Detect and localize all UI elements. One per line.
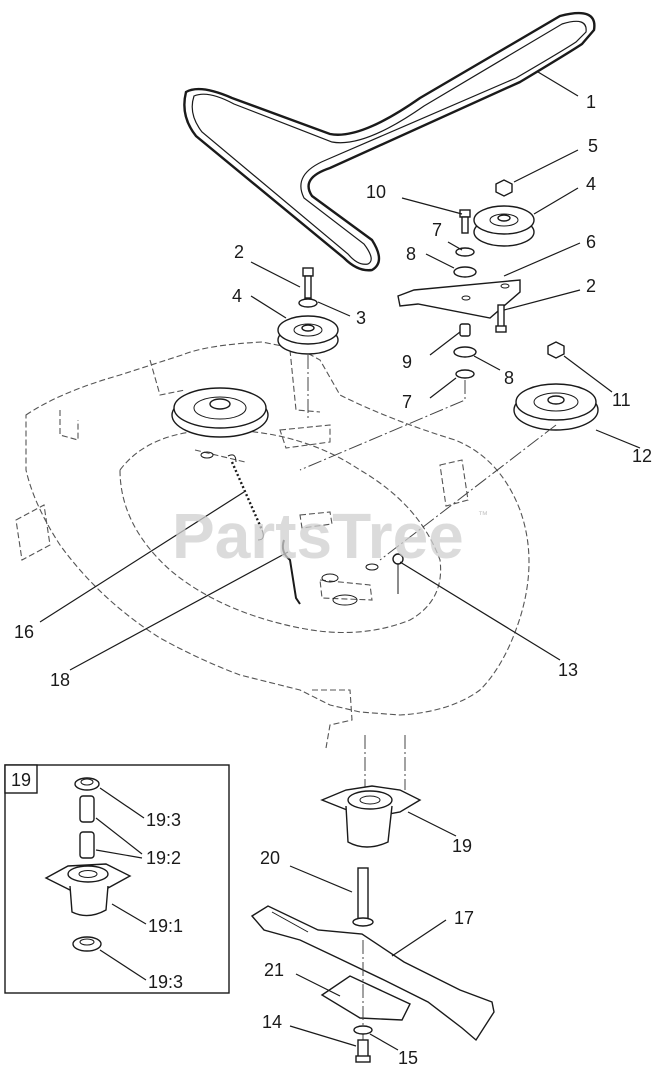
bearing-19-3-top <box>74 777 100 791</box>
callout-9: 9 <box>402 352 412 372</box>
callout-19-3-top: 19:3 <box>146 810 181 830</box>
washer-7-upper <box>455 247 475 257</box>
bushing-8-lower <box>453 346 477 358</box>
callout-8-lower: 8 <box>504 368 514 388</box>
callout-17: 17 <box>454 908 474 928</box>
bearing-19-3-bottom <box>72 936 102 952</box>
watermark-trademark: ™ <box>478 510 488 521</box>
blade-plate-21 <box>320 975 411 1021</box>
washer-15 <box>353 1025 373 1035</box>
spindle-pulley-12 <box>513 383 599 431</box>
callout-1: 1 <box>586 92 596 112</box>
inset-box-label: 19 <box>11 770 31 790</box>
stud-13 <box>392 553 404 594</box>
bolt-2-right <box>495 304 507 333</box>
callout-19-3-bottom: 19:3 <box>148 972 183 992</box>
spacer-9 <box>459 323 471 337</box>
spacer-19-2-lower <box>79 831 95 859</box>
deck-spindle-pulley <box>171 387 269 438</box>
callout-4-left: 4 <box>232 286 242 306</box>
watermark: PartsTree <box>172 500 464 572</box>
spindle-housing-19-1 <box>44 863 132 917</box>
washer-7-lower <box>455 369 475 379</box>
bolt-14 <box>355 1039 371 1063</box>
callout-16: 16 <box>14 622 34 642</box>
callout-21: 21 <box>264 960 284 980</box>
callout-2-left: 2 <box>234 242 244 262</box>
callout-15: 15 <box>398 1048 418 1068</box>
callout-4-right: 4 <box>586 174 596 194</box>
callout-13: 13 <box>558 660 578 680</box>
callout-10: 10 <box>366 182 386 202</box>
spring-16 <box>227 454 264 541</box>
callout-5: 5 <box>588 136 598 156</box>
blade-17 <box>250 905 495 1042</box>
idler-pulley-left <box>277 315 339 355</box>
idler-bolt-left <box>302 267 314 299</box>
callout-3: 3 <box>356 308 366 328</box>
callout-labels: 1 2 3 4 5 4 6 10 7 8 2 9 8 7 11 12 13 16… <box>14 92 652 1068</box>
callout-12: 12 <box>632 446 652 466</box>
callout-2-right: 2 <box>586 276 596 296</box>
callout-11: 11 <box>612 390 631 410</box>
callout-8-upper: 8 <box>406 244 416 264</box>
spindle-shaft-20 <box>352 867 374 927</box>
callout-6: 6 <box>586 232 596 252</box>
idler-pulley-right <box>473 205 535 247</box>
callout-7-upper: 7 <box>432 220 442 240</box>
callout-19-2: 19:2 <box>146 848 181 868</box>
callout-18: 18 <box>50 670 70 690</box>
callout-19-1: 19:1 <box>148 916 183 936</box>
leader-lines <box>39 71 641 1051</box>
nut-5 <box>495 179 513 197</box>
bushing-8-upper <box>453 266 477 278</box>
callout-19: 19 <box>452 836 472 856</box>
washer-3 <box>298 298 318 308</box>
nut-11 <box>547 341 565 359</box>
idler-arm-6 <box>397 279 521 319</box>
callout-20: 20 <box>260 848 280 868</box>
spindle-assembly-19 <box>320 785 422 848</box>
callout-7-lower: 7 <box>402 392 412 412</box>
spacer-19-2-upper <box>79 795 95 823</box>
drive-belt <box>183 11 596 272</box>
callout-14: 14 <box>262 1012 282 1032</box>
